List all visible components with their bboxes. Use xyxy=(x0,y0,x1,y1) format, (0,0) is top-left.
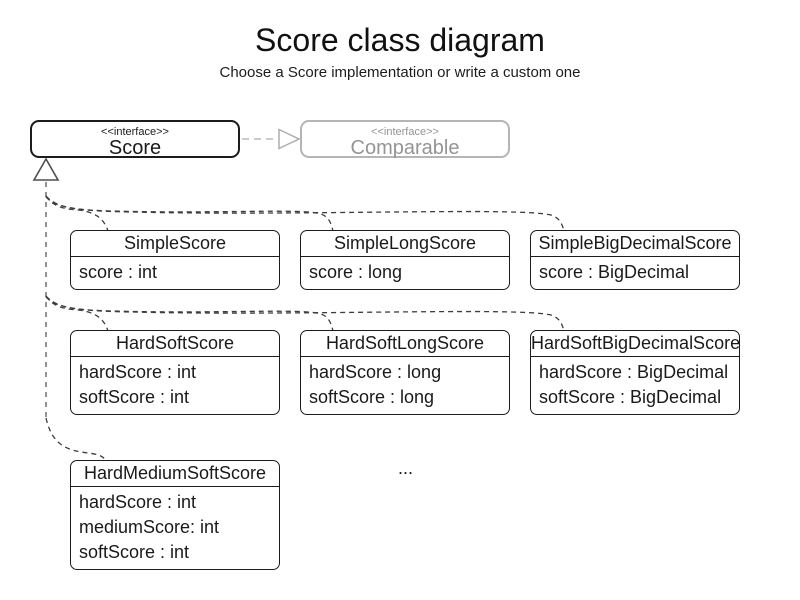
class-simplebigdecimalscore: SimpleBigDecimalScore score : BigDecimal xyxy=(530,230,740,290)
class-hardsoftbigdecimalscore: HardSoftBigDecimalScore hardScore : BigD… xyxy=(530,330,740,415)
class-simplelongscore: SimpleLongScore score : long xyxy=(300,230,510,290)
class-attribute: softScore : int xyxy=(79,542,190,562)
class-title: SimpleLongScore xyxy=(301,231,509,257)
inheritance-line-simplescore xyxy=(45,195,109,232)
class-attribute: score : int xyxy=(79,262,158,282)
class-attribute: softScore : long xyxy=(309,387,435,407)
class-title: SimpleBigDecimalScore xyxy=(531,231,739,257)
inheritance-arrowhead-icon xyxy=(32,157,60,181)
interface-score-name: Score xyxy=(108,137,162,159)
inheritance-line-simplebigdecimalscore xyxy=(45,196,565,232)
class-simplescore: SimpleScore score : int xyxy=(70,230,280,290)
class-attribute: hardScore : long xyxy=(309,362,442,382)
class-attribute: hardScore : BigDecimal xyxy=(539,362,729,382)
interface-score-stereotype: <<interface>> xyxy=(101,126,169,138)
class-attribute: softScore : BigDecimal xyxy=(539,387,722,407)
class-hardsoftlongscore: HardSoftLongScore hardScore : long softS… xyxy=(300,330,510,415)
class-title: HardSoftScore xyxy=(71,331,279,357)
class-title: HardSoftBigDecimalScore xyxy=(531,331,739,357)
interface-comparable-name: Comparable xyxy=(350,137,460,159)
class-attribute: mediumScore: int xyxy=(79,517,220,537)
interface-comparable: <<interface>> Comparable xyxy=(300,120,510,158)
class-hardsoftscore: HardSoftScore hardScore : int softScore … xyxy=(70,330,280,415)
inheritance-line-hardmediumsoftscore xyxy=(45,417,107,462)
class-attribute: hardScore : int xyxy=(79,492,197,512)
class-title: SimpleScore xyxy=(71,231,279,257)
class-attribute: softScore : int xyxy=(79,387,190,407)
realization-arrowhead-icon xyxy=(278,128,301,150)
class-attribute: score : long xyxy=(309,262,403,282)
interface-score: <<interface>> Score xyxy=(30,120,240,158)
page-subtitle: Choose a Score implementation or write a… xyxy=(219,64,581,81)
page-title: Score class diagram xyxy=(255,22,545,58)
inheritance-line-hardsoftbigdecimalscore xyxy=(45,296,565,332)
class-title: HardMediumSoftScore xyxy=(71,461,279,487)
class-title: HardSoftLongScore xyxy=(301,331,509,357)
class-attribute: score : BigDecimal xyxy=(539,262,690,282)
class-hardmediumsoftscore: HardMediumSoftScore hardScore : int medi… xyxy=(70,460,280,570)
class-attribute: hardScore : int xyxy=(79,362,197,382)
interface-comparable-stereotype: <<interface>> xyxy=(371,126,439,138)
ellipsis-more-classes: ... xyxy=(398,458,414,478)
inheritance-line-hardsoftscore xyxy=(45,295,109,332)
